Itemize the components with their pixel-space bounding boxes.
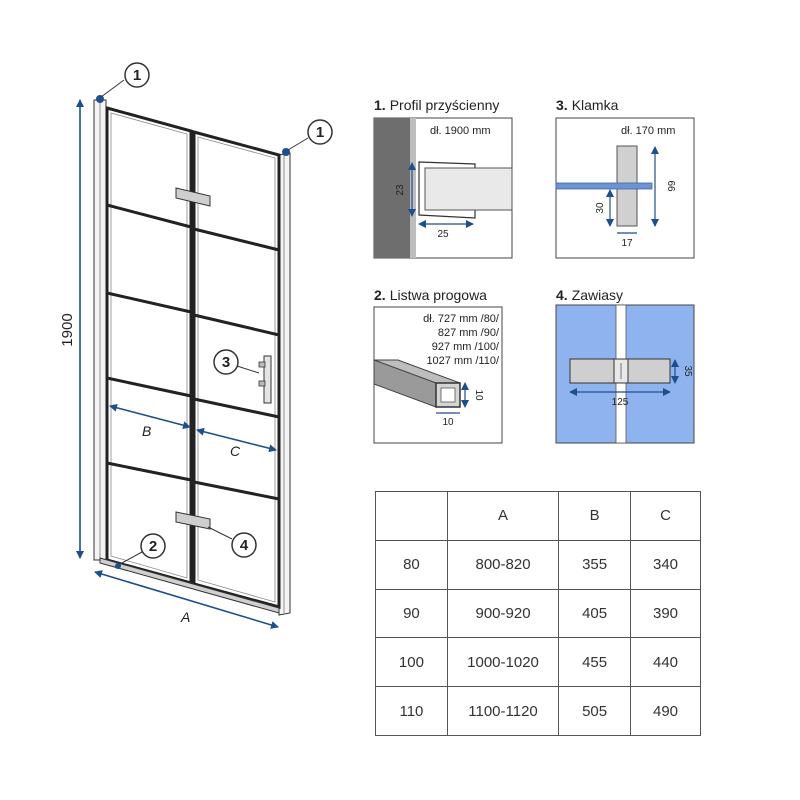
callout-circle [231, 532, 257, 558]
callout-4: 4 [240, 537, 249, 554]
table-header-cell: A [446, 491, 560, 541]
table-row: 110 1100-1120 505 490 [375, 686, 701, 736]
table-cell: 80 [375, 539, 448, 590]
table-cell: 455 [558, 637, 632, 688]
threshold-height-dim: 10 [473, 389, 484, 401]
panel-title-hinges: 4.Zawiasy [556, 287, 623, 303]
handle-height-dim: 66 [665, 180, 676, 192]
panel-hinges: 4.Zawiasy 35 125 [555, 287, 695, 444]
threshold-length-4: 1027 mm /110/ [426, 355, 500, 367]
table-row: 100 1000-1020 455 440 [375, 637, 701, 688]
wall-section [374, 118, 410, 258]
dim-c-line [196, 427, 277, 453]
panel-title-threshold: 2.Listwa progowa [374, 287, 487, 303]
door-dimensions: 1900 A B C [59, 99, 279, 629]
table-cell: 390 [630, 588, 701, 639]
dim-c-label: C [230, 443, 241, 459]
profile-cap-left [96, 95, 104, 103]
hinge-width-dim: 125 [612, 397, 629, 408]
table-cell: 1000-1020 [446, 637, 560, 688]
callout-circle [140, 533, 166, 559]
door-leaf-left [105, 106, 193, 585]
dimensions-table: A B C 80 800-820 355 340 90 900-920 405 … [375, 491, 701, 736]
table-cell: 90 [375, 588, 448, 639]
table-cell: 490 [630, 686, 701, 736]
dim-b-line [109, 403, 191, 430]
panel-title-profile: 1.Profil przyścienny [374, 97, 499, 113]
callout-2: 2 [149, 538, 157, 555]
hinge-height-dim: 35 [682, 365, 693, 377]
height-label: 1900 [59, 313, 76, 346]
profile-length: dł. 1900 mm [430, 125, 491, 137]
glass-section [555, 182, 653, 190]
callout-circle [307, 119, 333, 145]
wall-profile-right [278, 152, 291, 616]
table-cell: 355 [558, 539, 632, 590]
callouts: 1 1 2 3 4 [100, 62, 333, 565]
handle-width-dim: 17 [621, 238, 633, 249]
profile-height-dim: 23 [395, 184, 406, 196]
table-cell: 505 [558, 686, 632, 736]
threshold-length-1: dł. 727 mm /80/ [423, 313, 500, 325]
table-cell: 1100-1120 [446, 686, 560, 736]
table-header-cell: C [630, 491, 701, 541]
table-cell: 100 [375, 637, 448, 688]
table-cell: 110 [375, 686, 448, 736]
door-drawing [93, 95, 291, 616]
width-a-dimension-line [94, 570, 279, 629]
table-header-cell: B [558, 491, 632, 541]
table-row: 90 900-920 405 390 [375, 588, 701, 639]
table-header-row: A B C [375, 491, 701, 541]
profile-width-dim: 25 [437, 229, 449, 240]
bottom-hinge [175, 511, 211, 530]
callout-circle [124, 62, 150, 88]
panel-threshold: 2.Listwa progowa dł. 727 mm /80/ 827 mm … [373, 287, 503, 444]
top-hinge [175, 187, 211, 207]
callout-1-right: 1 [316, 124, 324, 141]
width-a-label: A [180, 609, 190, 625]
threshold-length-3: 927 mm /100/ [432, 341, 500, 353]
callout-3: 3 [222, 354, 230, 371]
table-header-cell [375, 491, 448, 541]
table-cell: 800-820 [446, 539, 560, 590]
panel-handle: 3.Klamka dł. 170 mm 66 30 17 [555, 97, 695, 259]
threshold-width-dim: 10 [442, 417, 454, 428]
table-cell: 340 [630, 539, 701, 590]
threshold-length-2: 827 mm /90/ [438, 327, 500, 339]
panel-title-handle: 3.Klamka [556, 97, 619, 113]
threshold-end-dot [115, 563, 121, 569]
handle-length: dł. 170 mm [621, 125, 675, 137]
door-handle [258, 355, 272, 404]
dim-b-label: B [142, 423, 151, 439]
table-cell: 440 [630, 637, 701, 688]
callout-1-left: 1 [133, 67, 141, 84]
table-cell: 900-920 [446, 588, 560, 639]
panel-wall-profile: 1.Profil przyścienny dł. 1900 mm 23 25 [373, 97, 513, 259]
table-cell: 405 [558, 588, 632, 639]
wall-profile-left [93, 99, 107, 561]
callout-circle [213, 349, 239, 375]
table-row: 80 800-820 355 340 [375, 539, 701, 590]
handle-offset-dim: 30 [595, 202, 606, 214]
